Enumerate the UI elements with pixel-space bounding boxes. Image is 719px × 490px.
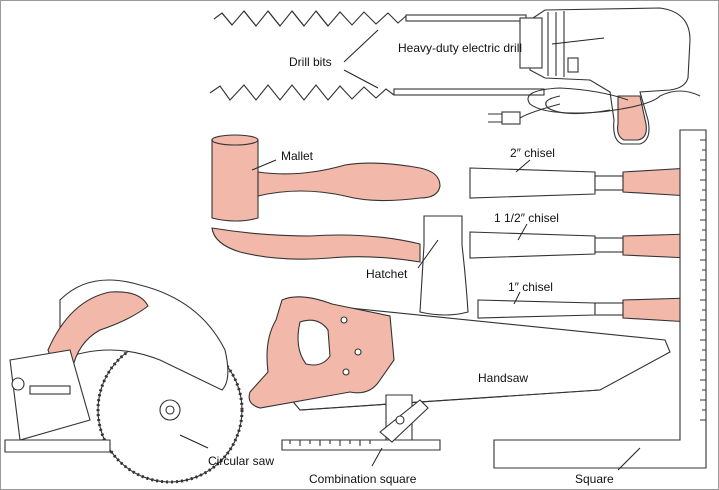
label-drill-bits: Drill bits bbox=[289, 55, 332, 69]
leader-chisel-2 bbox=[515, 159, 531, 173]
drill-bit-top bbox=[213, 10, 527, 27]
leader-square bbox=[617, 447, 641, 471]
mallet bbox=[211, 134, 441, 222]
leader-circular-saw bbox=[179, 434, 209, 449]
electric-drill bbox=[488, 7, 701, 145]
label-chisel-1-5in: 1 1/2″ chisel bbox=[494, 211, 559, 225]
chisel-2in bbox=[469, 167, 703, 199]
label-square: Square bbox=[575, 472, 614, 486]
carpenters-square bbox=[493, 129, 707, 469]
combination-square bbox=[281, 394, 441, 451]
label-electric-drill: Heavy-duty electric drill bbox=[398, 41, 522, 55]
leader-chisel-1-5 bbox=[517, 223, 528, 241]
leader-combination-square bbox=[371, 447, 383, 467]
chisel-1-5in bbox=[469, 231, 703, 259]
label-chisel-1in: 1″ chisel bbox=[508, 280, 553, 294]
label-combination-square: Combination square bbox=[309, 472, 417, 486]
label-chisel-2in: 2″ chisel bbox=[510, 146, 555, 160]
handsaw bbox=[248, 296, 671, 411]
label-circular-saw: Circular saw bbox=[208, 454, 274, 468]
leader-chisel-1 bbox=[513, 291, 521, 305]
leader-drill bbox=[551, 37, 605, 45]
label-handsaw: Handsaw bbox=[478, 371, 528, 385]
label-hatchet: Hatchet bbox=[366, 267, 408, 281]
drill-bit-bottom bbox=[209, 84, 545, 101]
leader-drill-bits-top bbox=[343, 29, 379, 63]
leader-drill-bits-bottom bbox=[343, 69, 379, 89]
leader-lines bbox=[179, 29, 641, 471]
chisel-1in bbox=[477, 297, 703, 323]
leader-hatchet bbox=[417, 239, 439, 269]
label-mallet: Mallet bbox=[281, 149, 314, 163]
hatchet bbox=[211, 215, 469, 316]
leader-mallet bbox=[251, 159, 277, 171]
circular-saw bbox=[4, 279, 244, 484]
